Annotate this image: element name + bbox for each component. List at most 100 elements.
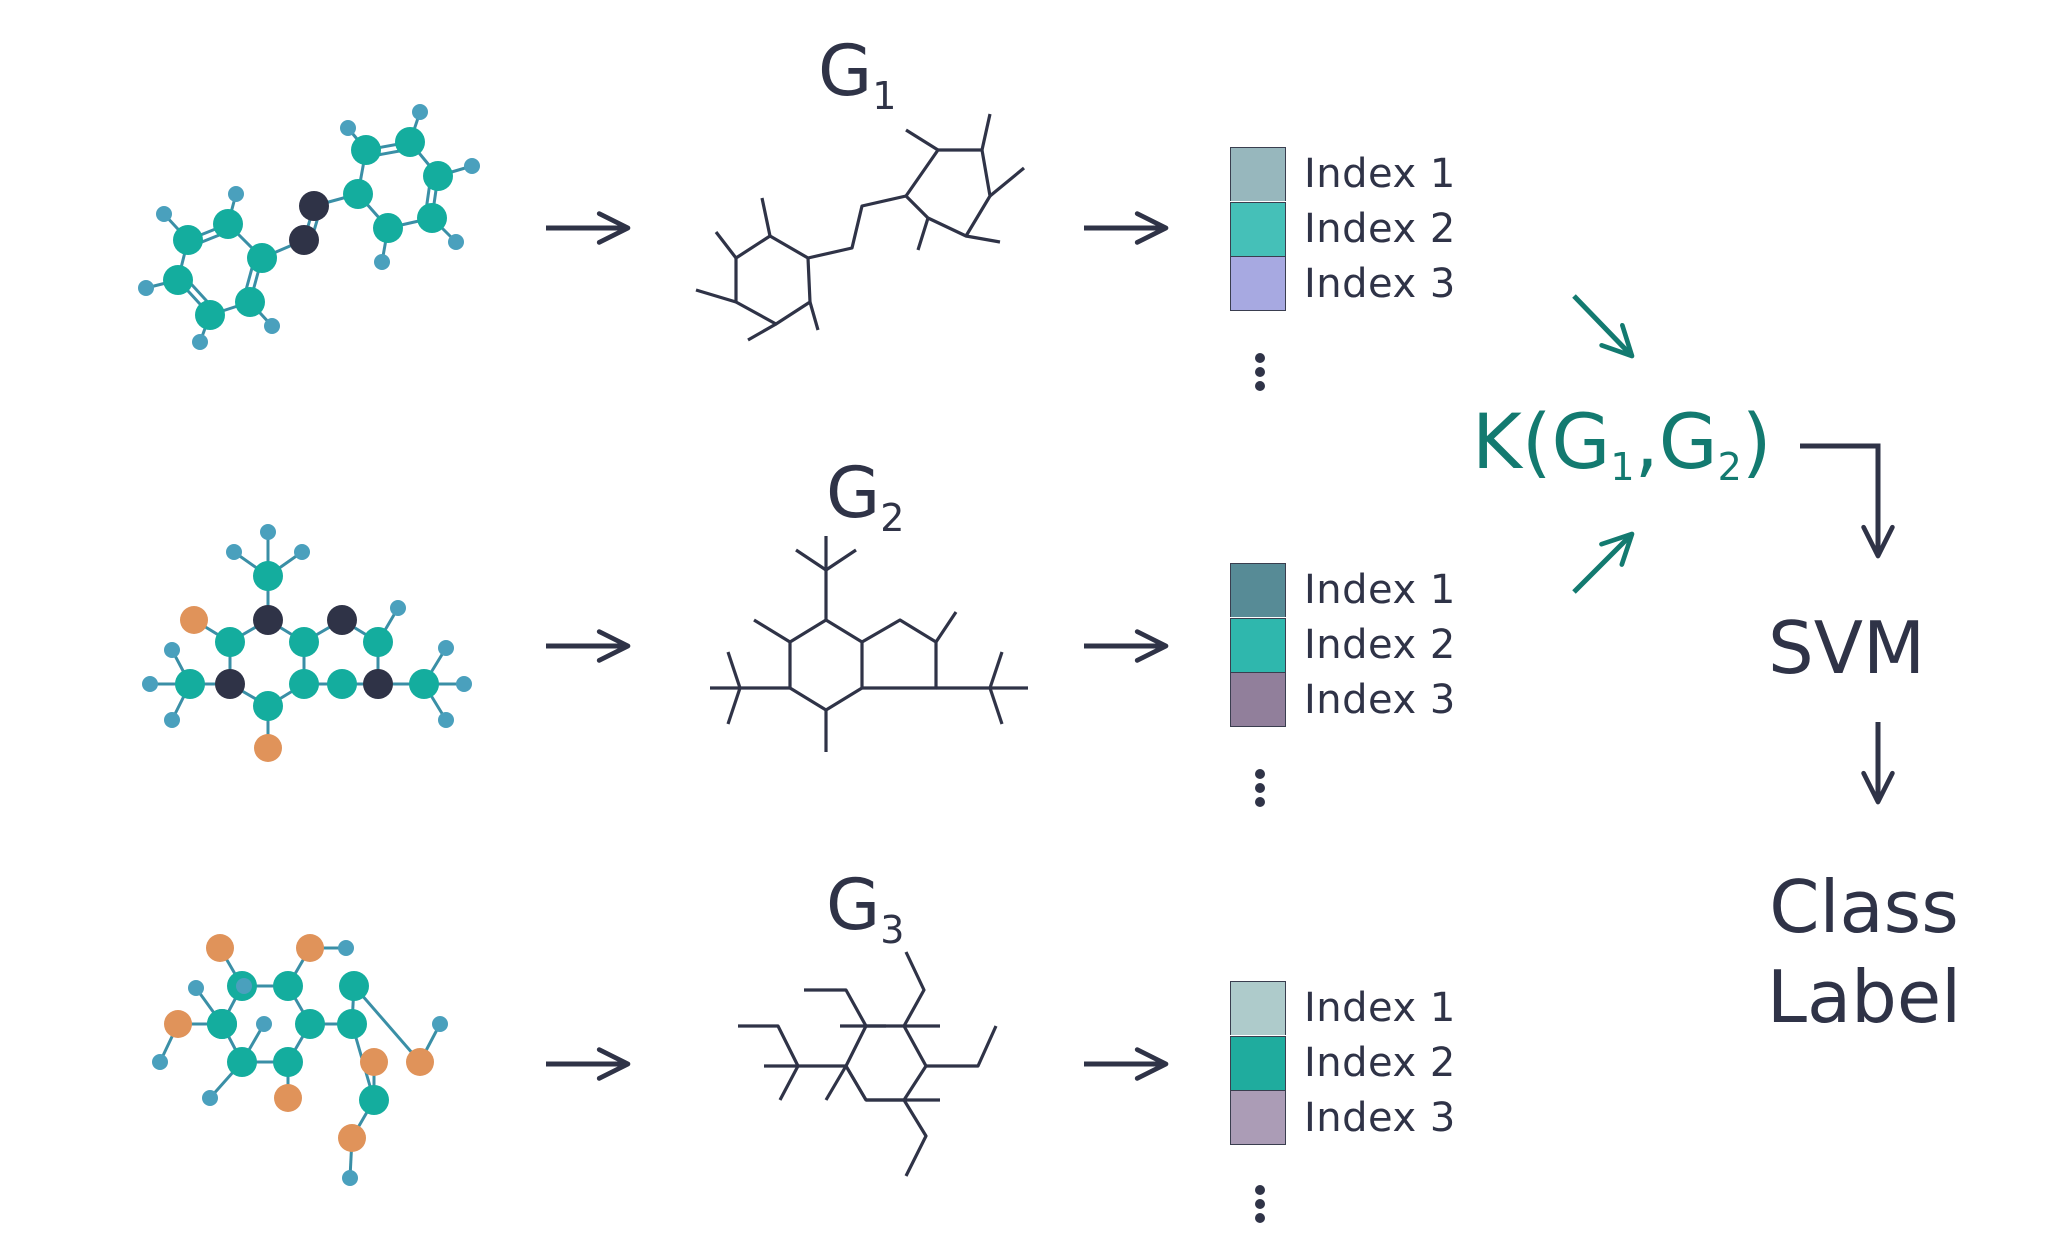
- nitrogen-atom: [215, 669, 245, 699]
- ellipsis-dot: [1255, 769, 1265, 779]
- class-label: Class Label: [1744, 862, 1984, 1042]
- carbon-atom: [175, 669, 205, 699]
- hydrogen-atom: [142, 676, 158, 692]
- graph-edge: [734, 234, 812, 326]
- graph-edge: [926, 1025, 998, 1068]
- graph-edge: [726, 687, 742, 725]
- graph-edge: [988, 651, 1004, 689]
- vector-entry: Index 3: [1230, 672, 1456, 727]
- carbon-atom: [215, 627, 245, 657]
- oxygen-atom: [338, 1124, 366, 1152]
- molecule-bond: [352, 985, 422, 1063]
- carbon-atom: [343, 179, 373, 209]
- carbon-atom: [295, 1009, 325, 1039]
- carbon-atom: [423, 161, 453, 191]
- nitrogen-atom: [289, 225, 319, 255]
- ellipsis-dot: [1255, 797, 1265, 807]
- hydrogen-atom: [342, 1170, 358, 1186]
- graph-edge: [825, 548, 857, 572]
- carbon-atom: [195, 300, 225, 330]
- vector-cell: [1230, 201, 1286, 256]
- ellipsis-dot: [1255, 783, 1265, 793]
- graph-edge: [760, 197, 772, 237]
- hydrogen-atom: [236, 978, 252, 994]
- oxygen-atom: [206, 934, 234, 962]
- graph-label-g1: G1: [818, 30, 897, 118]
- graph-edge: [795, 548, 827, 572]
- carbon-atom: [409, 669, 439, 699]
- carbon-atom: [339, 971, 369, 1001]
- vector-entry: Index 1: [1230, 562, 1456, 617]
- graph-edge: [738, 1024, 800, 1067]
- oxygen-atom: [164, 1010, 192, 1038]
- graph-edge: [824, 1065, 848, 1101]
- hydrogen-atom: [228, 186, 244, 202]
- graph-edge: [753, 618, 791, 644]
- carbon-atom: [247, 243, 277, 273]
- carbon-atom: [337, 1009, 367, 1039]
- hydrogen-atom: [164, 642, 180, 658]
- oxygen-atom: [254, 734, 282, 762]
- vector-cell: [1230, 256, 1286, 311]
- index-label: Index 3: [1304, 676, 1456, 723]
- hydrogen-atom: [374, 254, 390, 270]
- skeletal-graph-g3: [738, 951, 998, 1177]
- feature-vector-g3: Index 1 Index 2 Index 3: [1230, 980, 1456, 1145]
- nitrogen-atom: [363, 669, 393, 699]
- hydrogen-atom: [456, 676, 472, 692]
- vector-entry: Index 2: [1230, 1035, 1456, 1090]
- carbon-atom: [207, 1009, 237, 1039]
- ellipsis-dot: [1255, 353, 1265, 363]
- graph-label-g3: G3: [826, 864, 905, 952]
- carbon-atom: [359, 1085, 389, 1115]
- class-label-line-1: Class: [1769, 865, 1959, 949]
- ellipsis-dot: [1255, 1185, 1265, 1195]
- carbon-atom: [351, 135, 381, 165]
- hydrogen-atom: [256, 1016, 272, 1032]
- hydrogen-atom: [226, 544, 242, 560]
- carbon-atom: [327, 669, 357, 699]
- ellipsis-dot: [1255, 381, 1265, 391]
- vector-entry: Index 1: [1230, 980, 1456, 1035]
- molecule-2-icon: [142, 524, 472, 762]
- hydrogen-atom: [438, 712, 454, 728]
- graph-edge: [747, 322, 777, 342]
- hydrogen-atom: [294, 544, 310, 560]
- vertical-ellipsis-icon: [1255, 769, 1265, 807]
- oxygen-atom: [296, 934, 324, 962]
- hydrogen-atom: [390, 600, 406, 616]
- carbon-atom: [417, 203, 447, 233]
- class-label-line-2: Label: [1766, 955, 1962, 1039]
- vertical-ellipsis-icon: [1255, 1185, 1265, 1223]
- carbon-atom: [163, 265, 193, 295]
- carbon-atom: [253, 561, 283, 591]
- feature-vector-g2: Index 1 Index 2 Index 3: [1230, 562, 1456, 727]
- hydrogen-atom: [156, 206, 172, 222]
- hydrogen-atom: [202, 1090, 218, 1106]
- carbon-atom: [289, 669, 319, 699]
- graph-edge: [904, 148, 992, 238]
- carbon-atom: [227, 1047, 257, 1077]
- vector-cell: [1230, 1035, 1286, 1090]
- graph-edge: [695, 288, 737, 304]
- skeletal-graph-g2: [710, 536, 1028, 752]
- hydrogen-atom: [412, 104, 428, 120]
- carbon-atom: [373, 213, 403, 243]
- index-label: Index 3: [1304, 260, 1456, 307]
- graph-edge: [902, 951, 926, 1027]
- index-label: Index 2: [1304, 1039, 1456, 1086]
- graph-edge: [804, 988, 868, 1027]
- graph-edge: [916, 217, 930, 251]
- vector-entry: Index 2: [1230, 617, 1456, 672]
- index-label: Index 1: [1304, 150, 1456, 197]
- vector-cell: [1230, 617, 1286, 672]
- carbon-atom: [235, 287, 265, 317]
- index-label: Index 2: [1304, 621, 1456, 668]
- oxygen-atom: [180, 606, 208, 634]
- carbon-atom: [363, 627, 393, 657]
- graph-label-g2: G2: [826, 452, 905, 540]
- nitrogen-atom: [299, 191, 329, 221]
- hydrogen-atom: [438, 640, 454, 656]
